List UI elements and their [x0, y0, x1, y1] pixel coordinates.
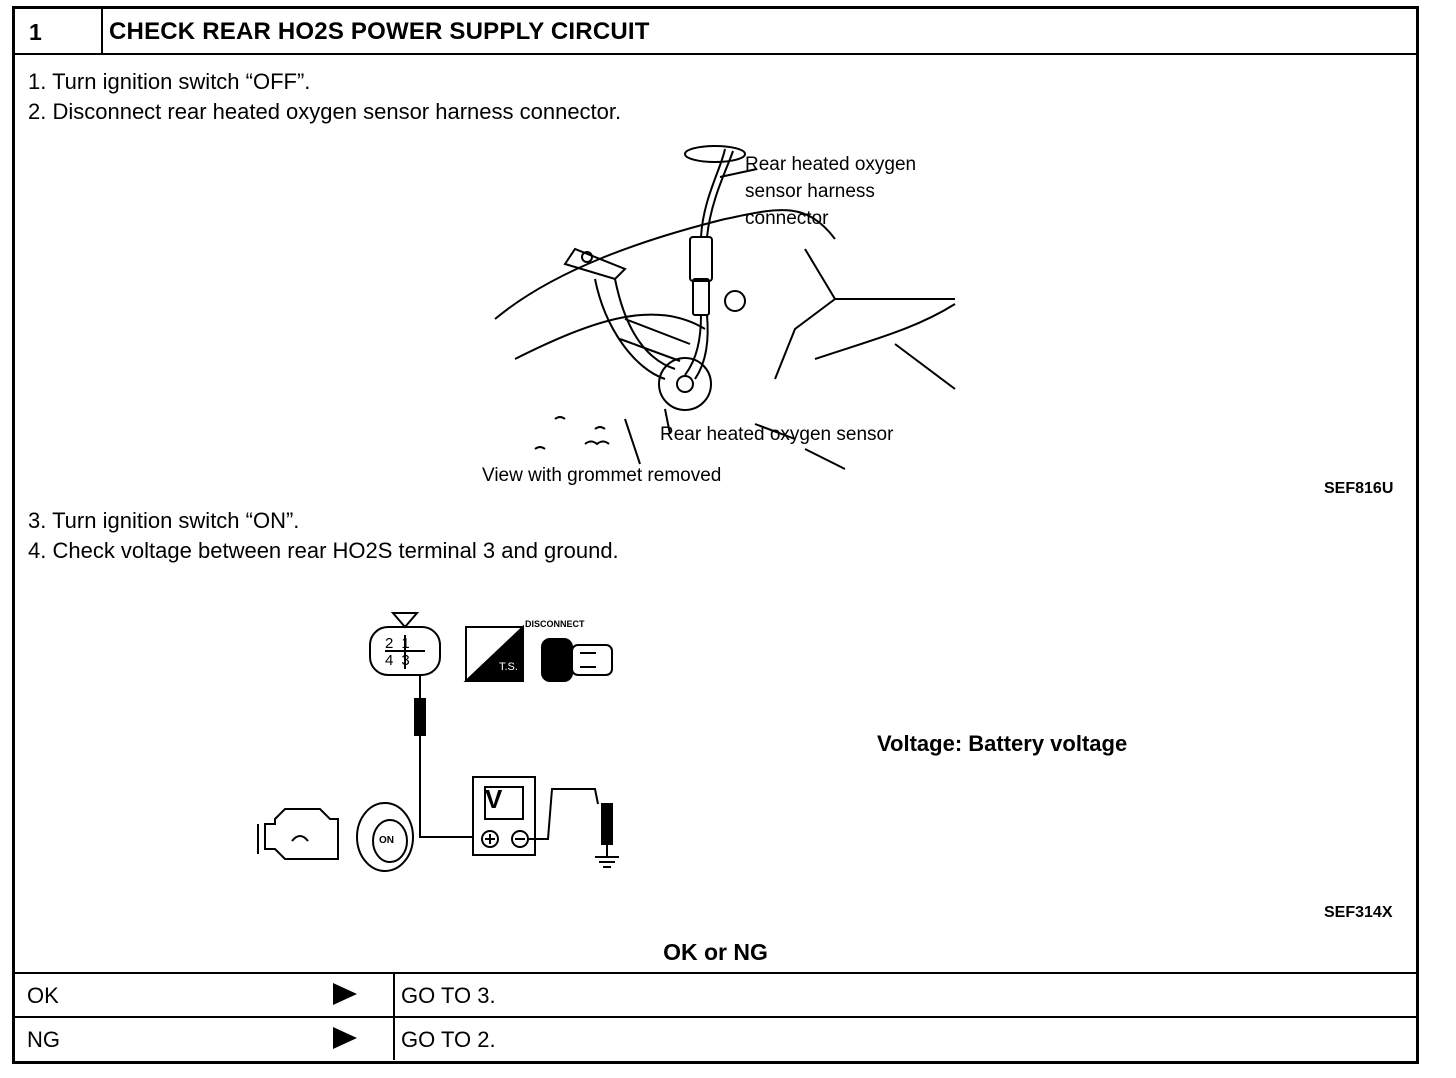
terminal-row-top: 21: [385, 635, 418, 652]
meter-label: V: [485, 784, 503, 814]
result-divider: [393, 974, 395, 1016]
step-4: 4. Check voltage between rear HO2S termi…: [28, 538, 619, 563]
figure-code-1: SEF816U: [1324, 480, 1394, 497]
label-sensor: Rear heated oxygen sensor: [660, 424, 894, 445]
voltage-spec: Voltage: Battery voltage: [877, 731, 1128, 756]
result-row-ok: OK GO TO 3.: [15, 972, 1416, 1016]
ts-label: T.S.: [499, 661, 518, 673]
terminal-4: 4: [385, 652, 402, 669]
step-3: 3. Turn ignition switch “ON”.: [28, 508, 300, 533]
disconnect-label: DISCONNECT: [525, 619, 585, 629]
step-number: 1: [29, 19, 42, 45]
ok-or-ng-title: OK or NG: [663, 939, 768, 965]
label-connector-line-2: sensor harness: [745, 181, 875, 202]
result-action-ng: GO TO 2.: [401, 1027, 496, 1052]
procedure-title: CHECK REAR HO2S POWER SUPPLY CIRCUIT: [109, 18, 650, 45]
terminal-3: 3: [401, 652, 418, 669]
voltage-check-circuit: [257, 612, 619, 872]
result-action-ok: GO TO 3.: [401, 983, 496, 1008]
label-connector-line-3: connector: [745, 208, 829, 229]
terminal-1: 1: [401, 635, 418, 652]
header-divider: [101, 9, 103, 53]
result-key-ng: NG: [27, 1027, 60, 1052]
figure-code-2: SEF314X: [1324, 904, 1393, 921]
label-view: View with grommet removed: [482, 465, 722, 486]
procedure-header: 1 CHECK REAR HO2S POWER SUPPLY CIRCUIT: [15, 9, 1416, 55]
key-on-label: ON: [379, 835, 394, 846]
result-key-ok: OK: [27, 983, 59, 1008]
sensor-location-illustration: [494, 145, 956, 470]
label-connector-line-1: Rear heated oxygen: [745, 154, 917, 175]
arrow-right-icon: [333, 1027, 357, 1049]
terminal-2: 2: [385, 635, 402, 652]
step-1: 1. Turn ignition switch “OFF”.: [28, 69, 311, 94]
result-divider: [393, 1018, 395, 1060]
arrow-right-icon: [333, 983, 357, 1005]
result-row-ng: NG GO TO 2.: [15, 1016, 1416, 1060]
terminal-row-bottom: 43: [385, 652, 418, 669]
diagnostic-procedure-frame: 1 CHECK REAR HO2S POWER SUPPLY CIRCUIT 1…: [12, 6, 1419, 1064]
step-2: 2. Disconnect rear heated oxygen sensor …: [28, 99, 622, 124]
